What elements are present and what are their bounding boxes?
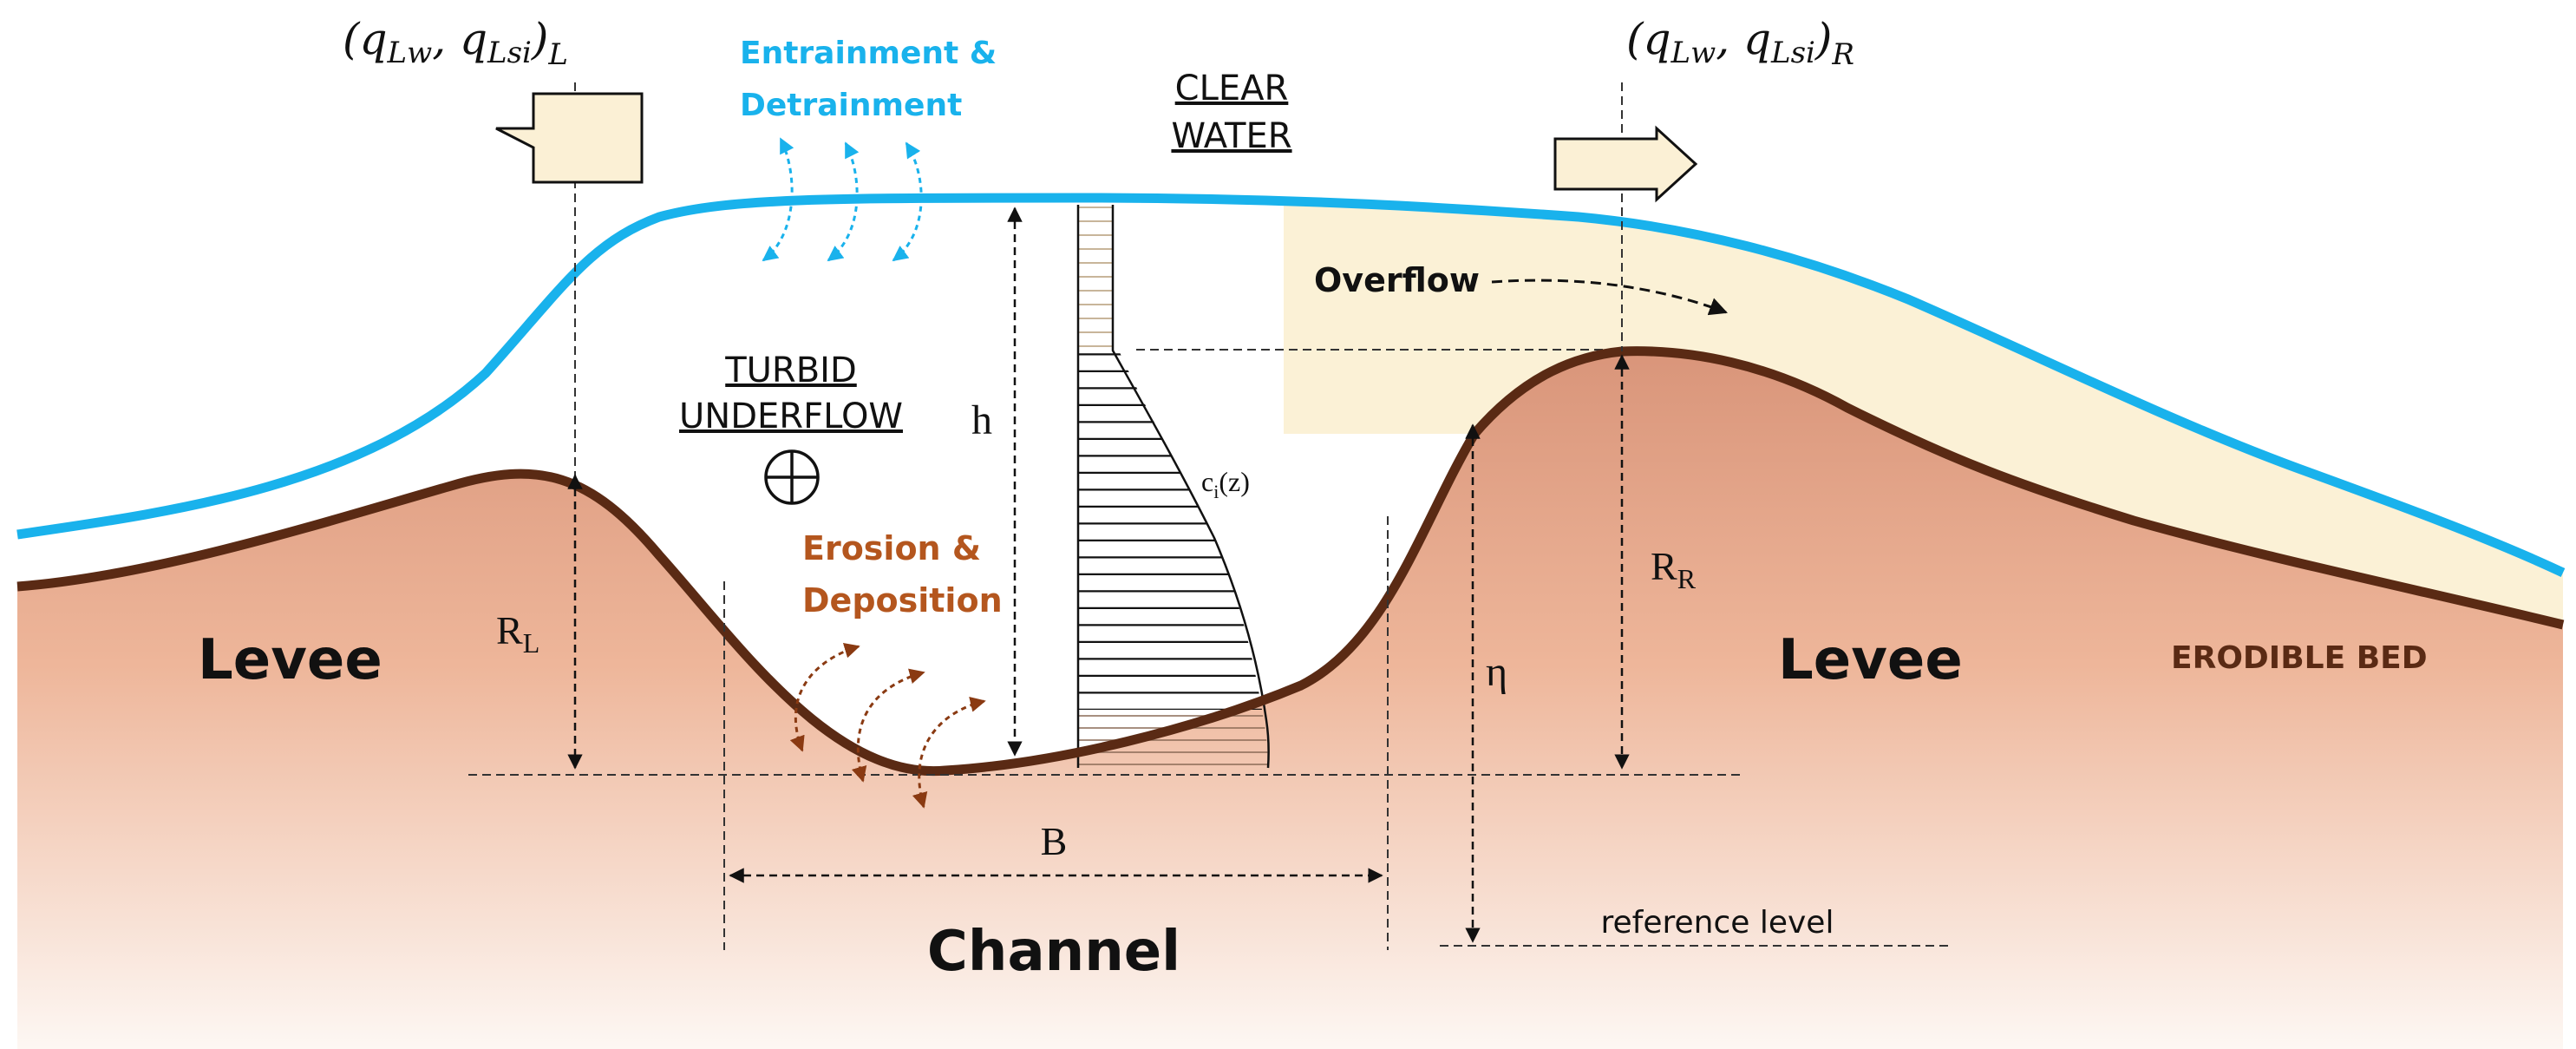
overflow-fill bbox=[1084, 198, 2563, 625]
erodible-bed-fill bbox=[17, 351, 2563, 1049]
levee-right-label: Levee bbox=[1778, 628, 1963, 692]
flow-surface-line bbox=[16, 193, 2566, 577]
entrainment-arrow-3 bbox=[892, 141, 923, 262]
overflow-arrow bbox=[1491, 279, 1728, 316]
erosion-arrow-1 bbox=[789, 643, 860, 752]
concentration-label: ci(z) bbox=[1201, 466, 1250, 502]
erosion-arrow-3 bbox=[912, 697, 986, 809]
entrainment-arrow-1 bbox=[762, 137, 794, 262]
detrainment-label: Detrainment bbox=[740, 88, 962, 123]
entrainment-arrows bbox=[762, 137, 923, 262]
deposition-label: Deposition bbox=[802, 581, 1003, 620]
clear-water-line1: CLEAR bbox=[1175, 69, 1289, 108]
profile-dark-hatch bbox=[1078, 351, 1262, 710]
flux-right-label: (qLw, qLsi)R bbox=[1626, 14, 1854, 72]
reference-level-label: reference level bbox=[1601, 905, 1834, 941]
flux-left-arrow-icon bbox=[495, 92, 644, 184]
erosion-label: Erosion & bbox=[802, 529, 981, 567]
erodible-bed-label: ERODIBLE BED bbox=[2171, 640, 2428, 676]
circled-plus-icon bbox=[764, 449, 820, 505]
clear-water-line2: WATER bbox=[1171, 116, 1291, 156]
entrainment-label: Entrainment & bbox=[740, 36, 997, 71]
profile-upper-hatch bbox=[1078, 205, 1113, 351]
overflow-label: Overflow bbox=[1314, 261, 1480, 299]
erosion-arrow-2 bbox=[851, 668, 925, 783]
turbid-line1: TURBID bbox=[724, 351, 857, 390]
entrainment-arrow-2 bbox=[827, 141, 860, 262]
bed-line bbox=[16, 346, 2565, 777]
rr-label: RR bbox=[1651, 544, 1697, 594]
h-label: h bbox=[971, 397, 992, 443]
flux-left-label: (qLw, qLsi)L bbox=[343, 14, 568, 72]
eta-label: η bbox=[1486, 649, 1507, 695]
levee-left-label: Levee bbox=[198, 628, 382, 692]
flux-right-arrow-icon bbox=[1553, 125, 1698, 203]
profile-lower-hatch bbox=[1078, 710, 1268, 768]
b-label: B bbox=[1041, 819, 1068, 863]
erosion-arrows bbox=[789, 643, 986, 809]
rl-label: RL bbox=[496, 608, 539, 659]
turbid-line2: UNDERFLOW bbox=[679, 397, 903, 436]
channel-label: Channel bbox=[927, 920, 1180, 984]
concentration-curve bbox=[1111, 205, 1270, 769]
